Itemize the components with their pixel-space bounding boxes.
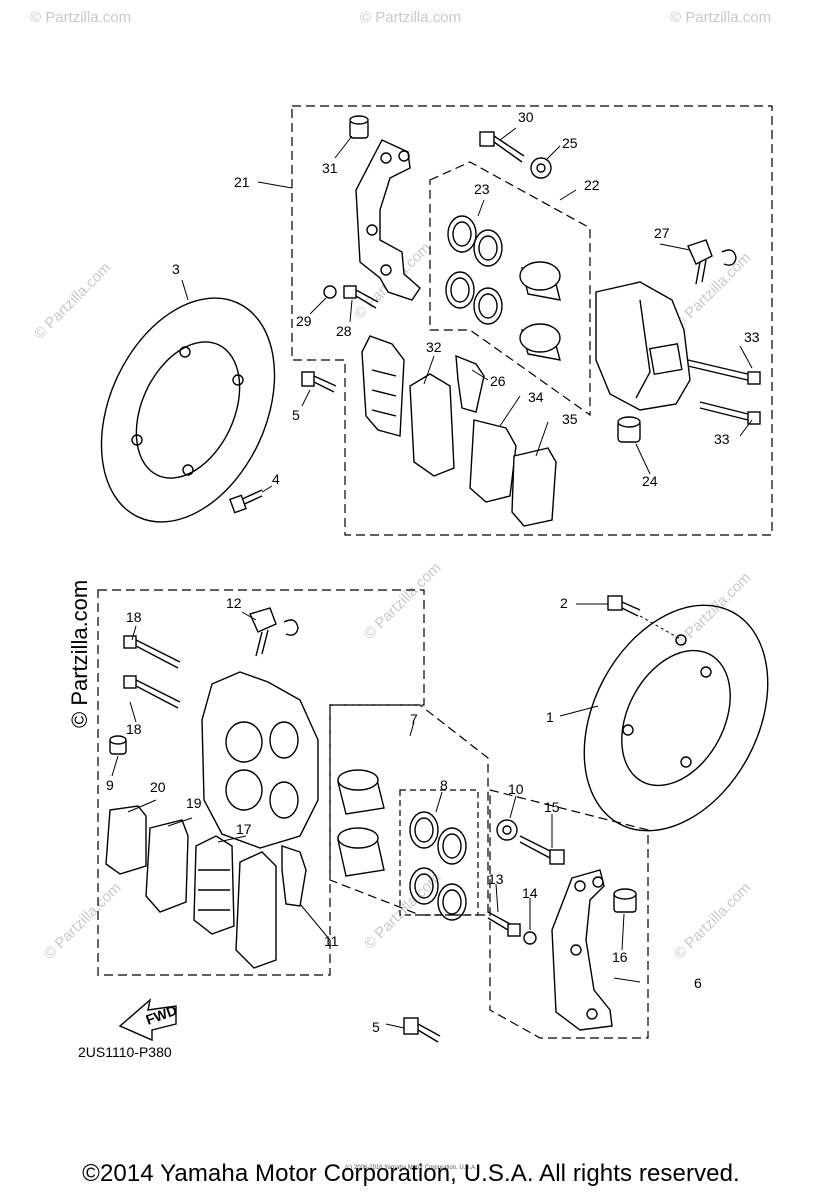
callout-19: 19 bbox=[186, 795, 202, 811]
group-6-outline bbox=[489, 789, 649, 1039]
watermark: © Partzilla.com bbox=[31, 259, 114, 342]
watermark: © Partzilla.com bbox=[670, 9, 771, 26]
group-22-outline bbox=[429, 161, 591, 417]
pistons-upper bbox=[519, 261, 561, 361]
watermark: © Partzilla.com bbox=[671, 249, 754, 332]
caliper-bracket-lower bbox=[551, 869, 613, 1031]
side-watermark: © Partzilla.com bbox=[67, 579, 92, 728]
callout-15: 15 bbox=[544, 799, 560, 815]
callout-1: 1 bbox=[546, 709, 554, 725]
callout-27: 27 bbox=[654, 225, 670, 241]
callout-18: 18 bbox=[126, 721, 142, 737]
bleeder-12 bbox=[249, 607, 299, 657]
copyright-text: ©2014 Yamaha Motor Corporation, U.S.A. A… bbox=[82, 1160, 740, 1187]
pistons-lower bbox=[337, 769, 385, 877]
bolt-5-upper bbox=[301, 371, 337, 393]
bolt-24 bbox=[617, 416, 641, 443]
pins-18 bbox=[123, 635, 181, 709]
brake-pads-lower bbox=[105, 805, 307, 969]
callout-33: 33 bbox=[714, 431, 730, 447]
callout-8: 8 bbox=[440, 777, 448, 793]
washer-29 bbox=[323, 285, 337, 299]
callout-10: 10 bbox=[508, 781, 524, 797]
brake-pads-upper bbox=[361, 335, 557, 527]
callout-3: 3 bbox=[172, 261, 180, 277]
disc-bolt bbox=[229, 489, 263, 514]
watermark: © Partzilla.com bbox=[671, 569, 754, 652]
bolt-5-lower bbox=[403, 1017, 441, 1043]
pins-33 bbox=[687, 359, 761, 425]
watermark: © Partzilla.com bbox=[671, 879, 754, 962]
callout-12: 12 bbox=[226, 595, 242, 611]
watermark: © Partzilla.com bbox=[361, 559, 444, 642]
callout-9: 9 bbox=[106, 777, 114, 793]
callout-2: 2 bbox=[560, 595, 568, 611]
brake-disc-rear bbox=[100, 297, 276, 523]
callout-33: 33 bbox=[744, 329, 760, 345]
callout-31: 31 bbox=[322, 160, 338, 176]
callout-13: 13 bbox=[488, 871, 504, 887]
sleeve-16 bbox=[613, 888, 637, 913]
caliper-body-lower bbox=[201, 671, 319, 849]
small-credit: (c) 2006-2016 Yamaha Motor Corporation, … bbox=[345, 1165, 477, 1171]
group-21-outline bbox=[291, 105, 773, 536]
bolt-15 bbox=[519, 835, 565, 865]
callout-6: 6 bbox=[694, 975, 702, 991]
bolt-30 bbox=[479, 131, 525, 163]
sleeve-31 bbox=[349, 115, 369, 139]
bleeder-27 bbox=[687, 239, 737, 285]
callout-16: 16 bbox=[612, 949, 628, 965]
watermark: © Partzilla.com bbox=[30, 9, 131, 26]
callout-25: 25 bbox=[562, 135, 578, 151]
callout-24: 24 bbox=[642, 473, 658, 489]
callout-20: 20 bbox=[150, 779, 166, 795]
callout-11: 11 bbox=[324, 933, 339, 949]
callout-4: 4 bbox=[272, 471, 280, 487]
callout-7: 7 bbox=[410, 711, 418, 727]
callout-21: 21 bbox=[234, 174, 250, 190]
callout-22: 22 bbox=[584, 177, 600, 193]
callout-29: 29 bbox=[296, 313, 312, 329]
nut-25 bbox=[530, 157, 552, 179]
sleeve-10 bbox=[496, 819, 518, 841]
callout-35: 35 bbox=[562, 411, 578, 427]
caliper-body-upper bbox=[595, 281, 691, 411]
callout-14: 14 bbox=[522, 885, 538, 901]
bolt-9 bbox=[109, 735, 127, 755]
piston-seals-upper bbox=[445, 215, 503, 325]
watermark: © Partzilla.com bbox=[41, 879, 124, 962]
disc-bolt-front bbox=[607, 595, 683, 641]
callout-18: 18 bbox=[126, 609, 142, 625]
callout-26: 26 bbox=[490, 373, 506, 389]
callout-17: 17 bbox=[236, 821, 252, 837]
callouts: 21 3 4 5 29 28 31 30 25 22 23 27 33 33 2… bbox=[106, 109, 760, 1035]
fwd-arrow-icon: FWD bbox=[118, 998, 179, 1042]
piston-seals-lower bbox=[399, 789, 479, 921]
washer-14 bbox=[523, 931, 537, 945]
watermark: © Partzilla.com bbox=[360, 9, 461, 26]
diagram-code: 2US1110-P380 bbox=[78, 1044, 172, 1060]
brake-disc-front bbox=[583, 604, 769, 832]
callout-5: 5 bbox=[372, 1019, 380, 1035]
callout-30: 30 bbox=[518, 109, 534, 125]
group-7-outline bbox=[329, 704, 489, 916]
callout-32: 32 bbox=[426, 339, 442, 355]
bolt-28 bbox=[343, 285, 379, 309]
callout-34: 34 bbox=[528, 389, 544, 405]
caliper-bracket-upper bbox=[355, 139, 421, 301]
callout-28: 28 bbox=[336, 323, 352, 339]
bolt-13 bbox=[487, 911, 521, 937]
callout-23: 23 bbox=[474, 181, 490, 197]
callout-5: 5 bbox=[292, 407, 300, 423]
leader-lines bbox=[111, 127, 753, 1029]
